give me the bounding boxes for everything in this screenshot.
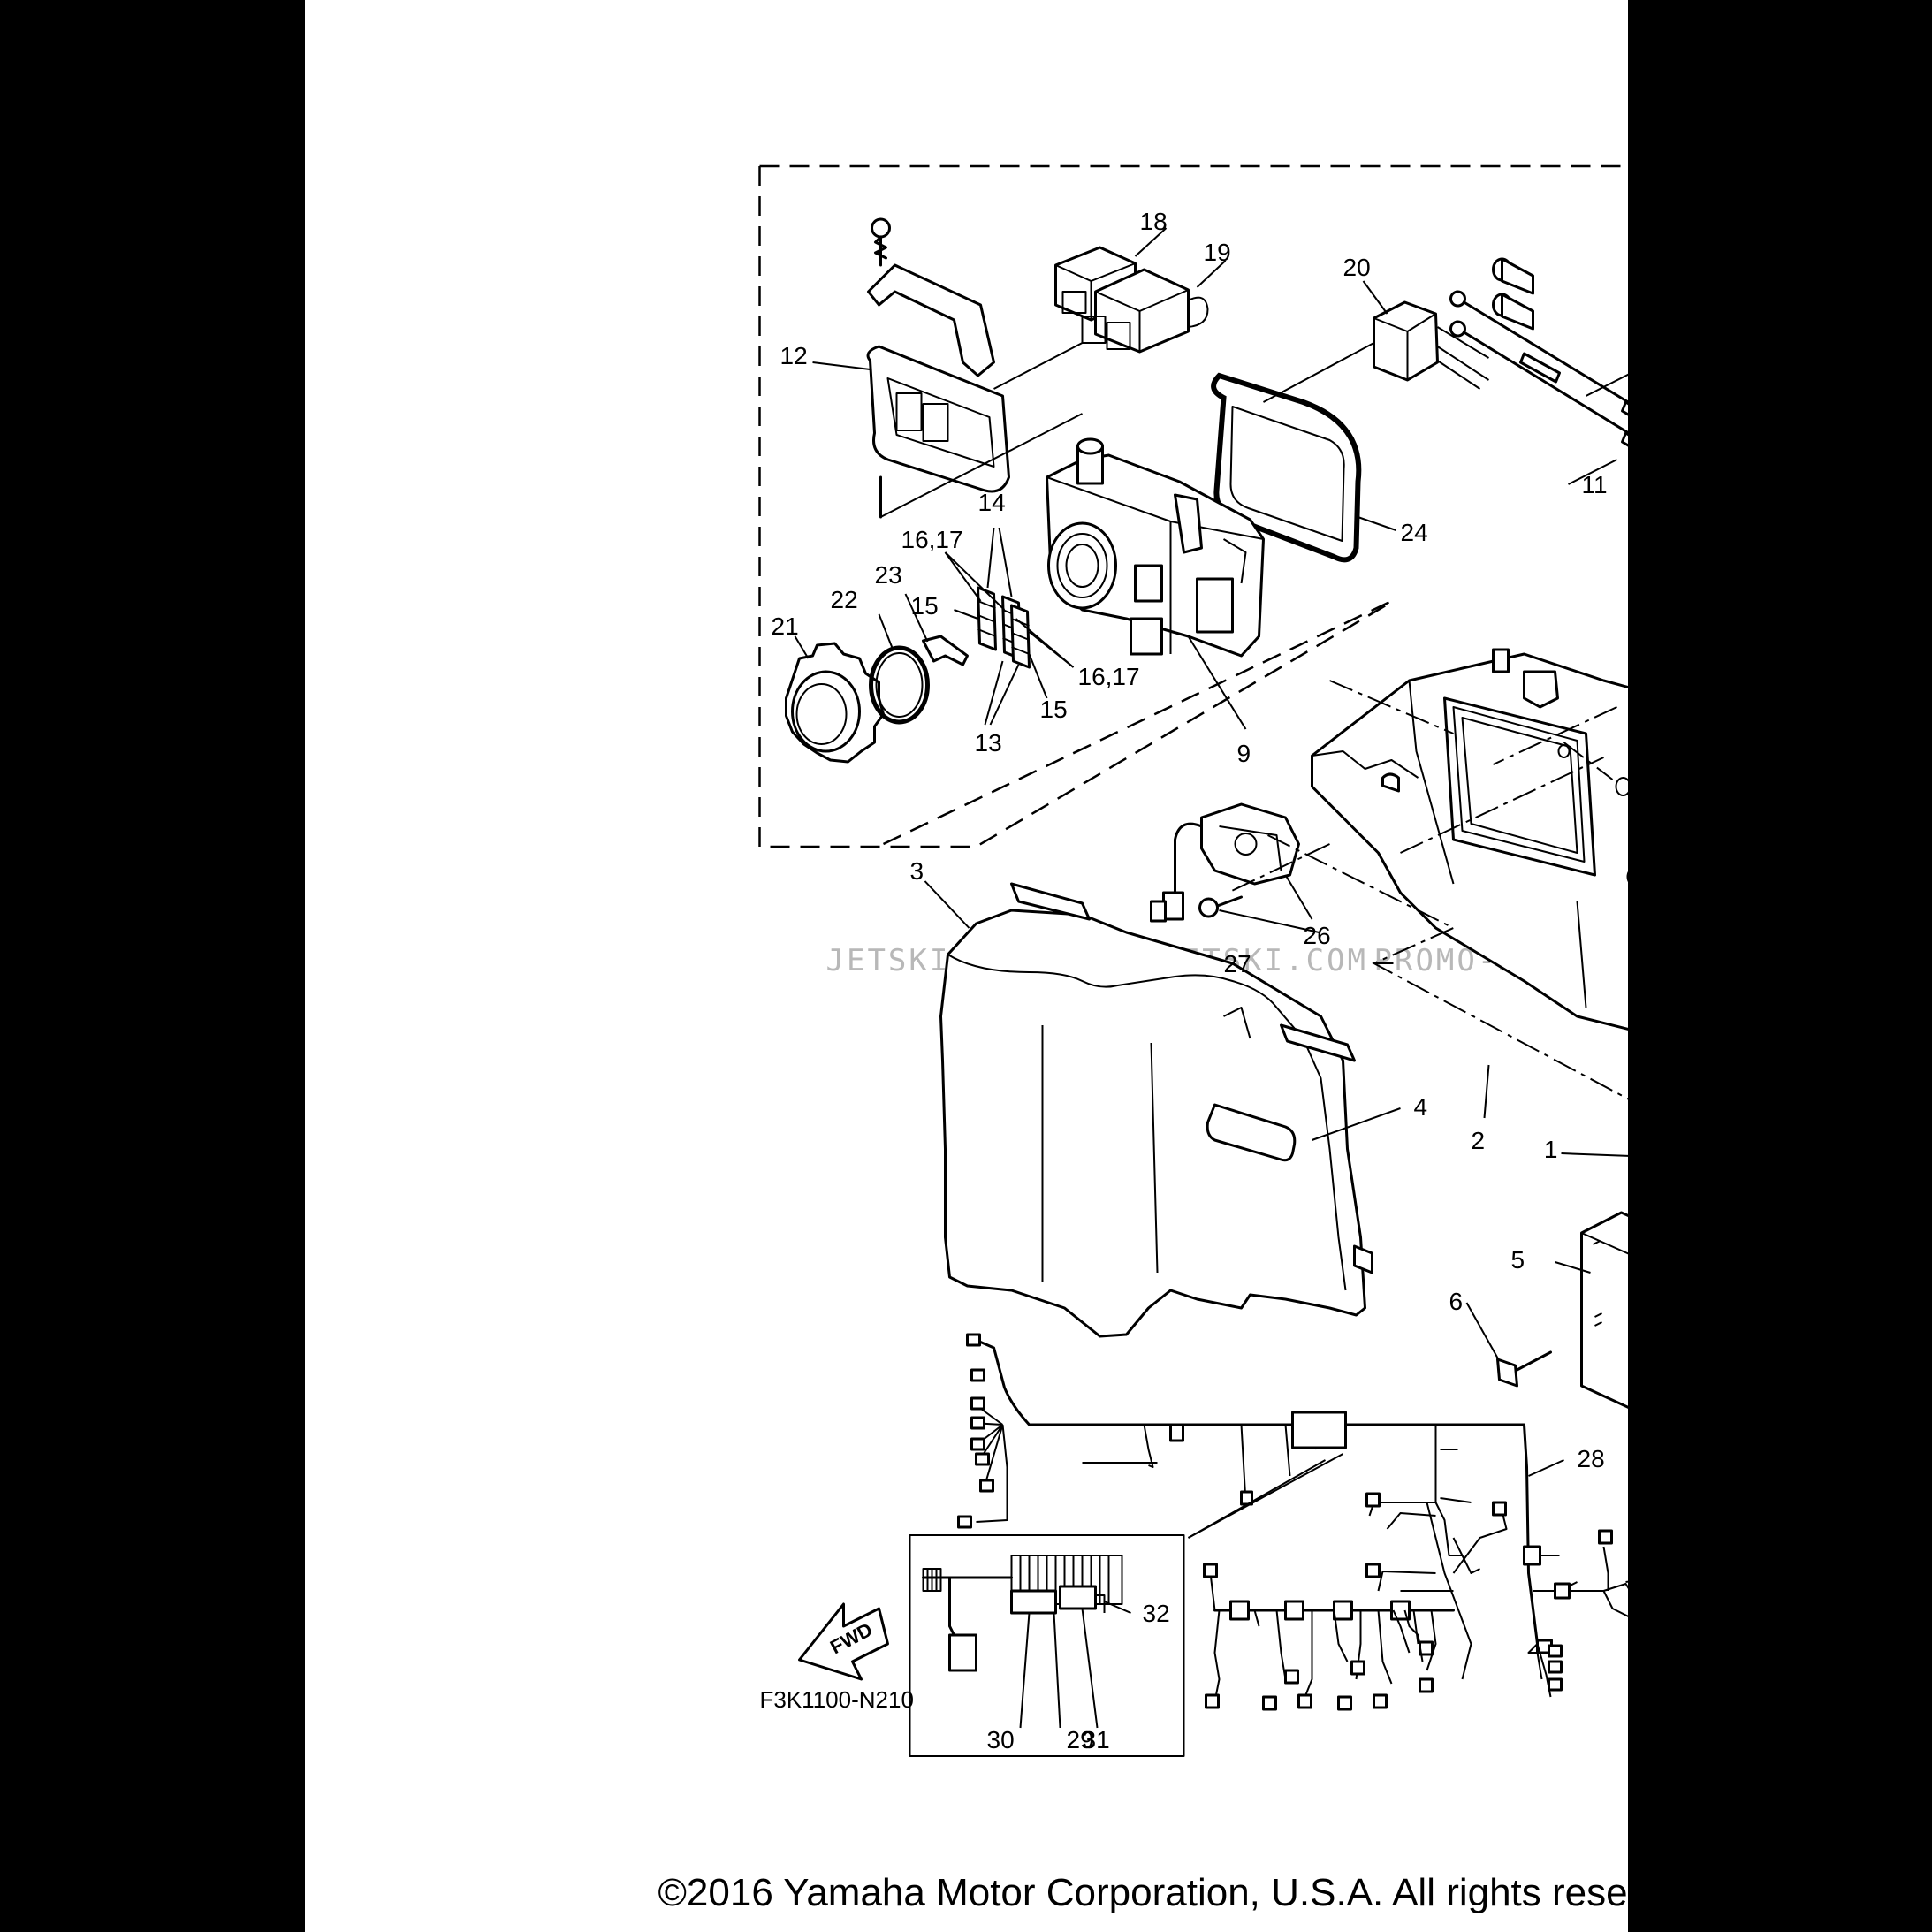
callout-1: 1 — [1544, 1136, 1558, 1163]
callout-28: 28 — [1578, 1445, 1605, 1472]
o-ring-22 — [869, 645, 930, 725]
callout-27: 27 — [1224, 950, 1251, 977]
exploded-parts-diagram: JETSKI.COM PROMO-JETSKI.COM PROMO-JETSKI… — [658, 164, 1629, 1914]
callout-22: 22 — [831, 586, 858, 613]
callout-16-17-lower: 16,17 — [1078, 663, 1140, 690]
bolt-6 — [1496, 1350, 1552, 1388]
upper-cover-3 — [939, 882, 1373, 1338]
throttle-body-9 — [1046, 437, 1265, 658]
callout-labels: 1 2 3 4 5 6 7 8 9 10 11 12 13 14 15 15 1… — [772, 208, 1608, 1753]
callout-3: 3 — [910, 857, 924, 885]
callout-14: 14 — [978, 489, 1006, 516]
fuses-13-17 — [977, 586, 1031, 669]
callout-15-lower: 15 — [1040, 696, 1068, 723]
callout-30: 30 — [987, 1726, 1015, 1753]
callout-12: 12 — [780, 342, 808, 369]
callout-15-upper: 15 — [911, 592, 939, 620]
callout-19: 19 — [1204, 239, 1231, 266]
relay-19 — [1081, 268, 1209, 354]
inset-detail-29-32 — [909, 1534, 1185, 1757]
electrical-box-2 — [1311, 648, 1628, 1031]
callout-5: 5 — [1511, 1246, 1525, 1274]
assembly-chain-lines — [1228, 680, 1628, 1100]
cover-12 — [866, 217, 1083, 519]
callout-6: 6 — [1449, 1288, 1464, 1315]
cap-21 — [785, 642, 885, 764]
assembly-9-boundary — [758, 164, 1628, 848]
callout-32: 32 — [1143, 1600, 1170, 1627]
leader-lines — [794, 227, 1628, 1729]
ecu-5 — [1580, 1211, 1628, 1409]
callout-24: 24 — [1401, 519, 1428, 546]
callout-4: 4 — [1414, 1093, 1428, 1121]
callout-29: 29 — [1067, 1726, 1094, 1753]
copyright-notice: ©2016 Yamaha Motor Corporation, U.S.A. A… — [658, 1871, 1629, 1914]
callout-31: 31 — [1083, 1726, 1110, 1753]
wire-harness-28 — [957, 1333, 1628, 1711]
callout-13: 13 — [975, 729, 1002, 757]
cables-10-11 — [1449, 257, 1628, 447]
diagram-code: F3K1100-N210 — [760, 1686, 914, 1713]
callout-21: 21 — [772, 612, 799, 640]
callout-26: 26 — [1304, 922, 1331, 949]
callout-18: 18 — [1140, 208, 1168, 235]
callout-23: 23 — [875, 561, 902, 589]
forward-direction-arrow: FWD — [798, 1602, 889, 1681]
sensor-26 — [1150, 802, 1300, 923]
callout-9: 9 — [1237, 740, 1251, 767]
label-4 — [1206, 1103, 1297, 1162]
callout-11: 11 — [1582, 471, 1608, 498]
sensor-20 — [1263, 300, 1490, 403]
callout-20: 20 — [1343, 254, 1371, 281]
clip-23 — [922, 635, 969, 666]
parts-diagram-sheet: JETSKI.COM PROMO-JETSKI.COM PROMO-JETSKI… — [305, 0, 1628, 1932]
callout-2: 2 — [1472, 1127, 1486, 1154]
callout-16-17-upper: 16,17 — [901, 526, 963, 553]
